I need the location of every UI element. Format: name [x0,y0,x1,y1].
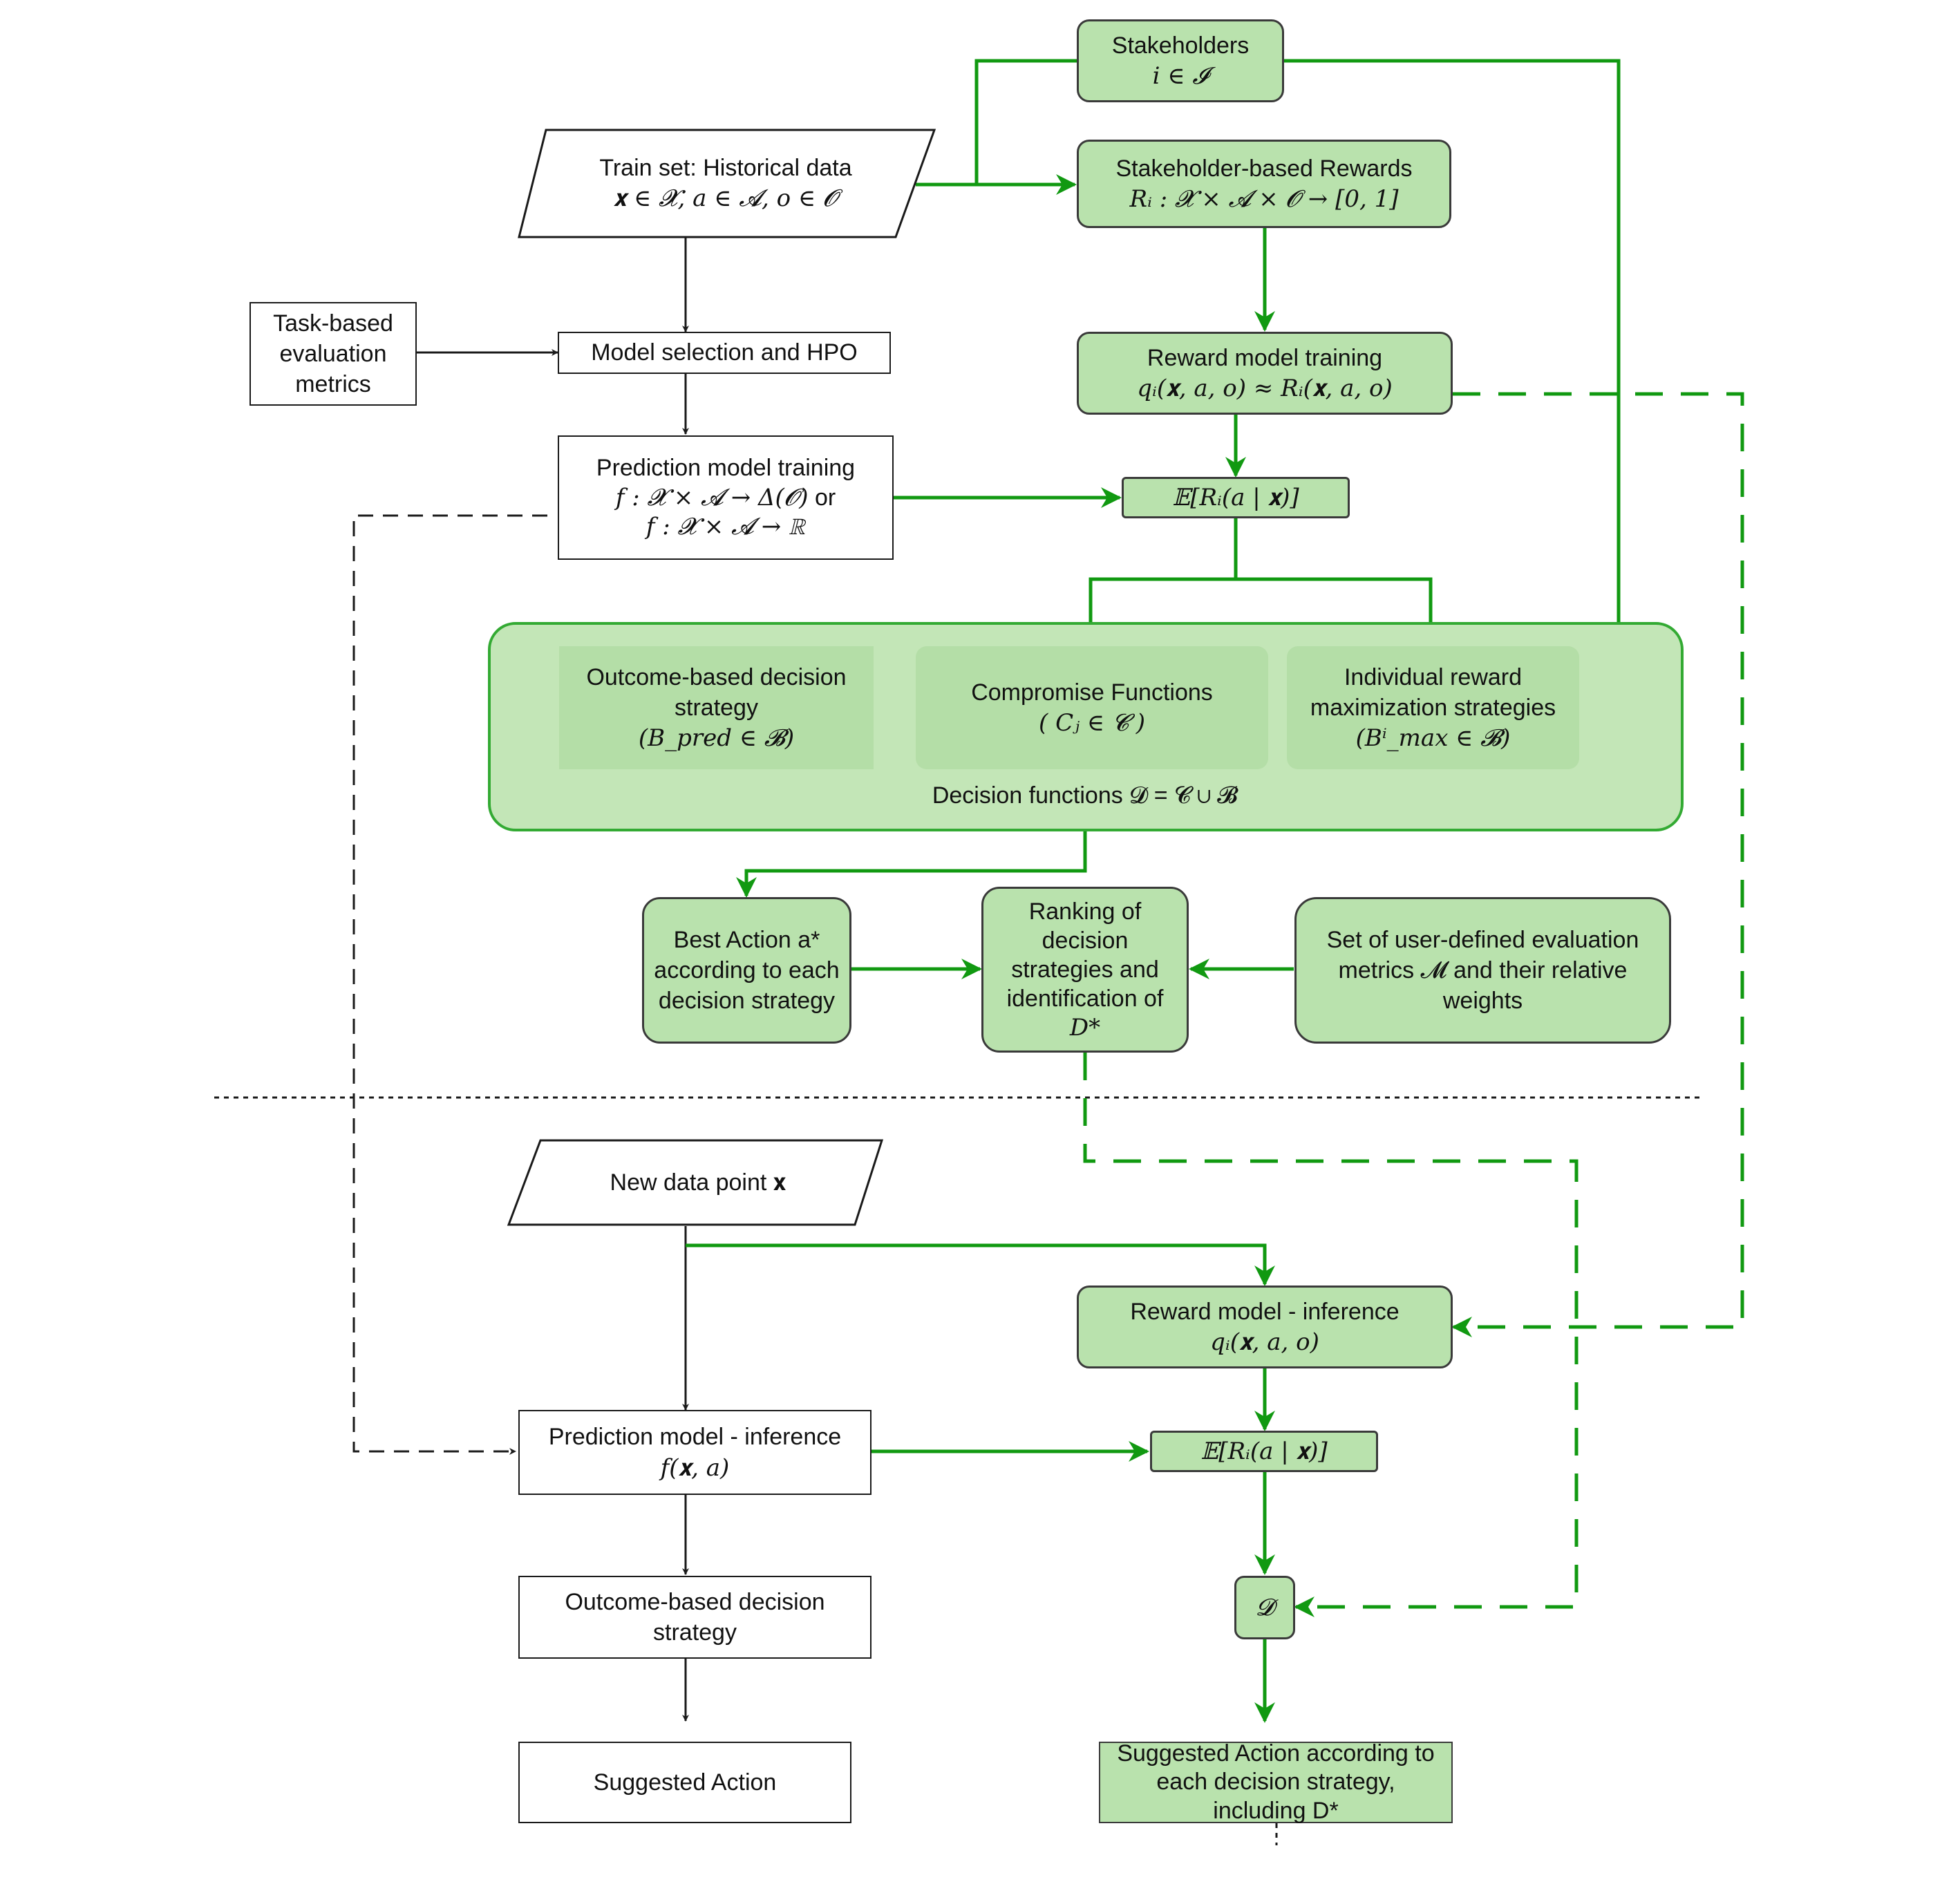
compromise-functions-line1: Compromise Functions [971,679,1213,706]
model-selection-label: Model selection and HPO [591,339,858,366]
ranking-line4: identification of [1006,986,1164,1013]
d-node: 𝓓 [1234,1576,1295,1639]
ranking-formula: D* [1069,1014,1101,1042]
outcome-decision-node: Outcome-based decision strategy [518,1576,871,1659]
stakeholders-node: Stakeholders i ∈ 𝓘 [1077,19,1284,102]
suggested-action-green-line3: including D* [1213,1797,1339,1824]
arrow-expected-to-individual [1236,577,1441,645]
reward-inference-node: Reward model - inference qᵢ(𝐱, a, o) [1077,1286,1453,1368]
outcome-decision-line1: Outcome-based decision [565,1588,825,1615]
expected-reward-2-formula: 𝔼[Rᵢ(a | 𝐱)] [1200,1437,1328,1465]
dashed-ranking-to-d [1083,1053,1579,1617]
rewards-node: Stakeholder-based Rewards Rᵢ : 𝓧 × 𝓐 × 𝓞… [1077,140,1451,228]
ranking-line2: decision [1042,927,1129,954]
expected-reward-2-node: 𝔼[Rᵢ(a | 𝐱)] [1150,1431,1378,1472]
task-metrics-line3: metrics [295,371,371,398]
compromise-functions-formula: ( Cⱼ ∈ 𝓒 ) [1039,709,1145,737]
reward-training-node: Reward model training qᵢ(𝐱, a, o) ≈ Rᵢ(𝐱… [1077,332,1453,415]
prediction-inference-node: Prediction model - inference f(𝐱, a) [518,1410,871,1495]
decision-functions-caption: Decision functions 𝓓 = 𝓒 ∪ 𝓑 [932,782,1238,809]
stakeholders-formula: i ∈ 𝓘 [1152,62,1209,90]
reward-training-title: Reward model training [1147,344,1383,371]
line-train-to-stakeholders [974,59,1077,185]
prediction-training-or: or [814,484,836,511]
task-metrics-line1: Task-based [273,310,393,337]
outcome-strategy-card: Outcome-based decision strategy (B_pred … [559,646,874,769]
user-metrics-line1: Set of user-defined evaluation [1326,926,1639,953]
dashed-reward-training-to-inference [1451,392,1744,1337]
reward-inference-title: Reward model - inference [1130,1298,1400,1325]
user-metrics-node: Set of user-defined evaluation metrics 𝓜… [1294,897,1671,1044]
suggested-action-node: Suggested Action [518,1742,851,1823]
expected-reward-node: 𝔼[Rᵢ(a | 𝐱)] [1122,477,1350,518]
train-set-formula: 𝐱 ∈ 𝓧, a ∈ 𝓐, o ∈ 𝓞 [613,185,838,212]
user-metrics-line2: metrics 𝓜 and their relative [1338,957,1628,983]
suggested-action-green-node: Suggested Action according to each decis… [1099,1740,1453,1824]
outcome-strategy-line1: Outcome-based decision [586,663,847,690]
task-metrics-line2: evaluation [279,340,387,367]
user-metrics-line3: weights [1442,988,1523,1015]
best-action-line1: Best Action a* [673,926,820,953]
suggested-action-green-line1: Suggested Action according to [1117,1740,1435,1767]
arrow-newdata-to-reward-inference [686,1243,1275,1286]
prediction-training-formula1-row: f : 𝓧 × 𝓐 → Δ(𝓞) or [616,483,836,513]
outcome-strategy-line2: strategy [675,694,758,721]
outcome-strategy-formula: (B_pred ∈ 𝓑) [638,724,795,753]
train-set-shape [518,129,936,238]
task-metrics-node: Task-based evaluation metrics [249,302,417,406]
new-data-shape [507,1139,884,1226]
best-action-line2: according to each [654,957,840,983]
individual-strategies-formula: (Bⁱ_max ∈ 𝓑) [1355,724,1511,753]
stakeholders-title: Stakeholders [1111,32,1250,59]
rewards-title: Stakeholder-based Rewards [1115,155,1413,182]
individual-strategies-line2: maximization strategies [1310,694,1556,721]
reward-inference-formula: qᵢ(𝐱, a, o) [1210,1328,1319,1356]
individual-strategies-card: Individual reward maximization strategie… [1287,646,1579,769]
reward-training-formula: qᵢ(𝐱, a, o) ≈ Rᵢ(𝐱, a, o) [1137,375,1393,402]
prediction-inference-title: Prediction model - inference [548,1424,842,1451]
outcome-decision-line2: strategy [653,1619,737,1646]
best-action-line3: decision strategy [658,988,836,1015]
dashed-prediction-training-to-inference [352,514,547,1455]
ranking-line3: strategies and [1011,956,1159,983]
new-data-label: New data point 𝐱 [610,1169,786,1196]
train-set-title: Train set: Historical data [599,154,852,181]
rewards-formula: Rᵢ : 𝓧 × 𝓐 × 𝓞 → [0, 1] [1129,185,1399,213]
ranking-line1: Ranking of [1028,898,1142,925]
suggested-action-label: Suggested Action [593,1769,777,1796]
suggested-action-green-line2: each decision strategy, [1156,1769,1395,1796]
prediction-training-formula2: f : 𝓧 × 𝓐 → ℝ [646,513,806,541]
arrow-expected-to-compromise [1080,518,1238,645]
prediction-training-title-text: Prediction model training [596,455,856,482]
prediction-inference-formula: f(𝐱, a) [660,1453,730,1482]
train-set-node: Train set: Historical data 𝐱 ∈ 𝓧, a ∈ 𝓐,… [546,145,905,221]
prediction-training-formula1: f : 𝓧 × 𝓐 → Δ(𝓞) [615,483,809,511]
prediction-training-node: Prediction model training f : 𝓧 × 𝓐 → Δ(… [558,435,894,560]
model-selection-node: Model selection and HPO [558,332,891,374]
compromise-functions-card: Compromise Functions ( Cⱼ ∈ 𝓒 ) [916,646,1268,769]
arrow-decisions-to-best-action [736,831,1087,898]
new-data-node: New data point 𝐱 [553,1161,843,1204]
d-node-formula: 𝓓 [1255,1593,1274,1621]
best-action-node: Best Action a* according to each decisio… [642,897,851,1044]
individual-strategies-line1: Individual reward [1344,663,1523,690]
ranking-node: Ranking of decision strategies and ident… [981,887,1189,1053]
expected-reward-formula: 𝔼[Rᵢ(a | 𝐱)] [1172,483,1299,511]
